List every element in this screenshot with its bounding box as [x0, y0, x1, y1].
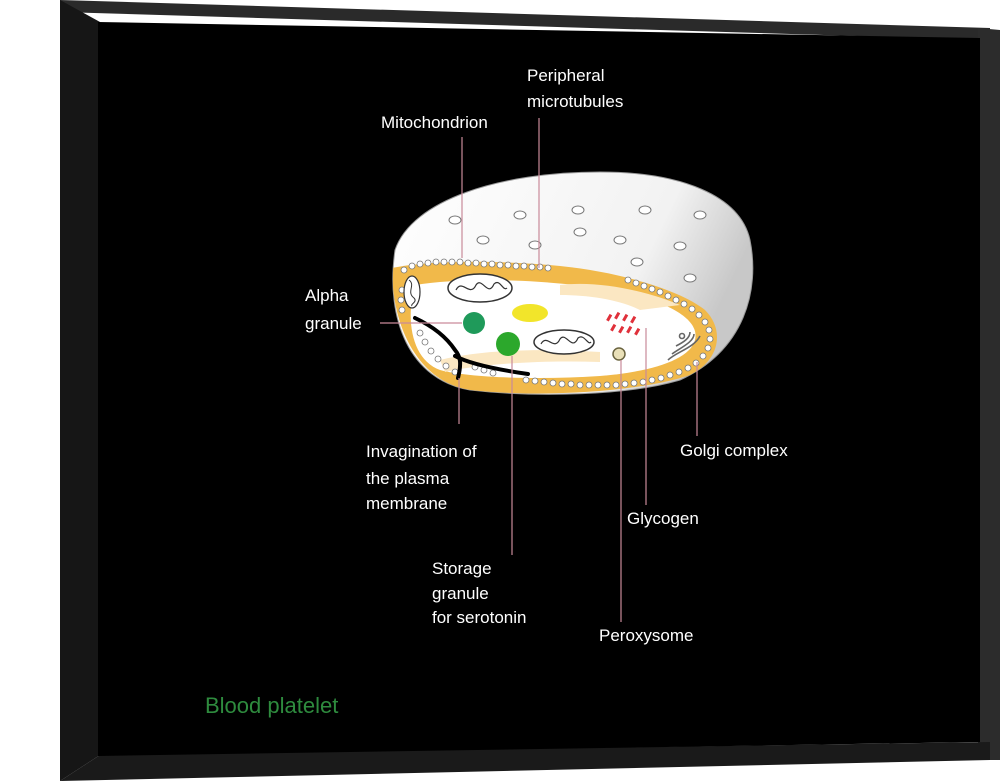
- label-glycogen: Glycogen: [627, 509, 699, 528]
- leader-lines: [380, 118, 698, 622]
- mitochondrion-1: [447, 273, 513, 303]
- mitochondrion-small: [403, 275, 421, 309]
- frame-left-edge: [60, 0, 100, 781]
- frame-right-edge: [978, 28, 1000, 760]
- inner-canal-2: [440, 350, 600, 372]
- frame-bottom-edge: [60, 742, 990, 781]
- golgi-complex: [667, 331, 701, 361]
- mitochondrion-2: [533, 329, 595, 355]
- label-mitochondrion: Mitochondrion: [381, 113, 488, 132]
- diagram-title: Blood platelet: [205, 693, 338, 718]
- label-storage-granule: Storage granule for serotonin: [432, 559, 527, 627]
- label-golgi-complex: Golgi complex: [680, 441, 788, 460]
- inner-canal: [560, 283, 680, 310]
- glycogen-particles: [606, 311, 641, 336]
- label-invagination: Invagination of the plasma membrane: [366, 442, 481, 513]
- label-peroxysome: Peroxysome: [599, 626, 693, 645]
- label-alpha-granule: Alpha granule: [305, 286, 362, 333]
- peroxysome-granule: [612, 347, 626, 361]
- surface-pits: [448, 205, 707, 283]
- diagram-labels: Peripheral microtubules Mitochondrion Al…: [205, 66, 788, 718]
- microtubule-ring: [397, 258, 714, 389]
- membrane-invagination: [413, 316, 530, 380]
- frame-top-edge: [60, 0, 990, 40]
- alpha-granule: [463, 312, 485, 334]
- yellow-granule: [512, 304, 548, 322]
- serotonin-granule: [496, 332, 520, 356]
- label-peripheral-microtubules: Peripheral microtubules: [527, 66, 623, 111]
- platelet-cell: [392, 171, 754, 395]
